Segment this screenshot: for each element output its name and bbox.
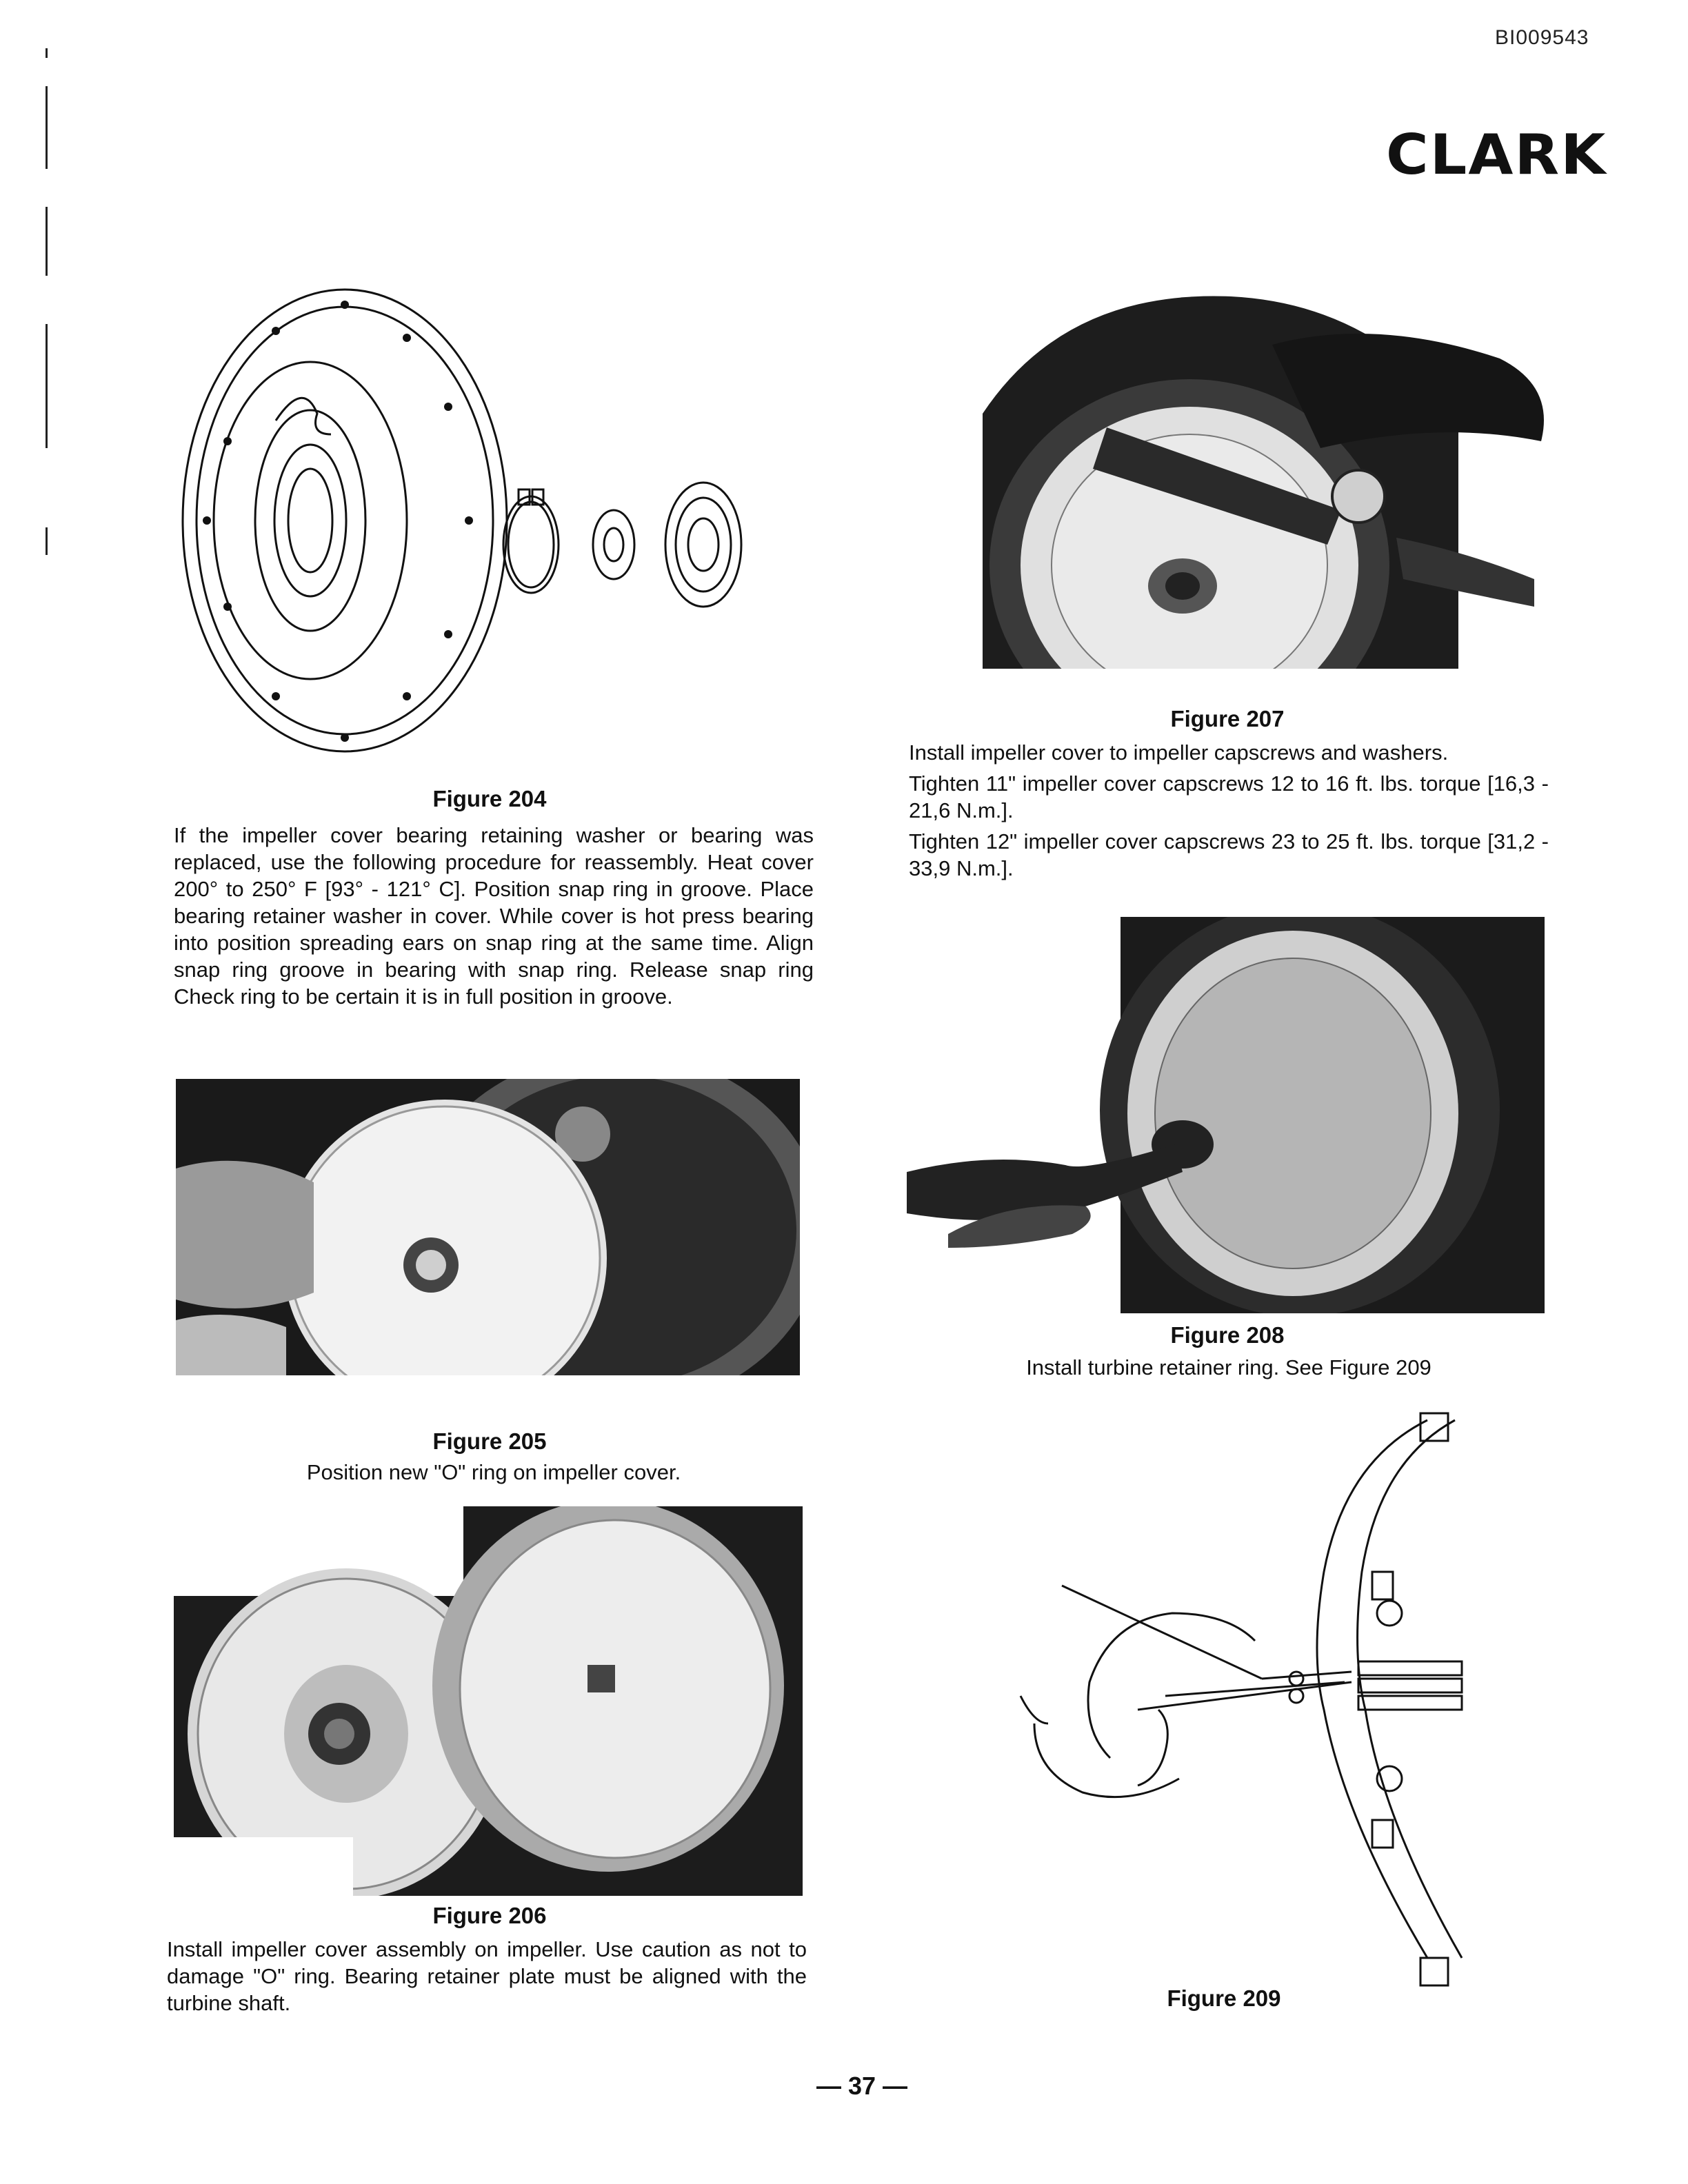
scan-mark xyxy=(46,527,48,555)
figure-207-photo xyxy=(983,290,1548,696)
document-id: BI009543 xyxy=(1495,26,1589,49)
scan-mark xyxy=(46,48,48,58)
figure-204-paragraph: If the impeller cover bearing retaining … xyxy=(174,823,814,1009)
figure-207-line-1: Install impeller cover to impeller capsc… xyxy=(909,740,1449,765)
page-number: — 37 — xyxy=(816,2072,908,2100)
figure-207-line-3: Tighten 12" impeller cover capscrews 23 … xyxy=(909,829,1549,880)
figure-205-photo xyxy=(176,1051,800,1413)
figure-208-photo xyxy=(907,917,1545,1313)
figure-208-caption: Figure 208 xyxy=(1170,1322,1285,1348)
figure-206-caption: Figure 206 xyxy=(432,1903,547,1928)
clark-logo: CLARK xyxy=(1386,123,1607,187)
figure-207-line-2: Tighten 11" impeller cover capscrews 12 … xyxy=(909,771,1549,822)
figure-206-photo xyxy=(174,1506,803,1896)
figure-206-text: Install impeller cover assembly on impel… xyxy=(167,1937,807,2015)
figure-209-drawing xyxy=(972,1406,1469,1999)
figure-207-text: Install impeller cover to impeller capsc… xyxy=(909,739,1549,886)
figure-207-caption: Figure 207 xyxy=(1170,706,1285,731)
figure-208-text: Install turbine retainer ring. See Figur… xyxy=(1026,1355,1431,1379)
figure-209-caption: Figure 209 xyxy=(1167,1985,1281,2011)
figure-204-drawing xyxy=(172,283,772,758)
scan-mark xyxy=(46,86,48,169)
figure-205-caption: Figure 205 xyxy=(432,1428,547,1454)
figure-205-text: Position new "O" ring on impeller cover. xyxy=(306,1460,681,1484)
scan-mark xyxy=(46,324,48,448)
figure-204-text: If the impeller cover bearing retaining … xyxy=(174,822,814,1014)
figure-204-caption: Figure 204 xyxy=(432,786,547,811)
scan-mark xyxy=(46,207,48,276)
